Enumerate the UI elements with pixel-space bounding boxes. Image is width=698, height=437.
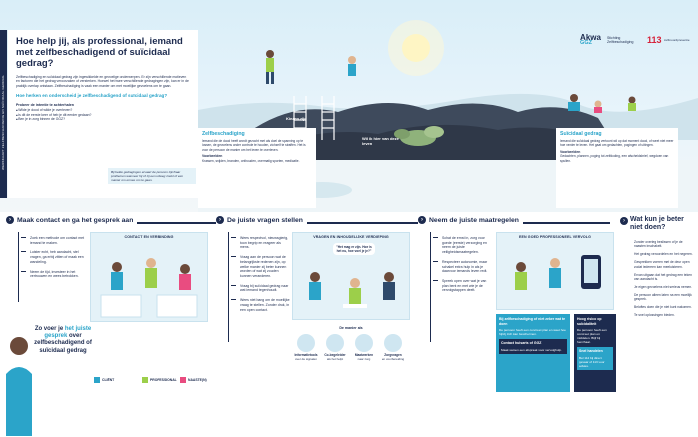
list-item: Vraag aan de persoon wat de belangrijkst… <box>231 255 290 279</box>
list-item: Schat de ernst in, zorg voor goede (eers… <box>433 236 492 255</box>
conversation-illustration <box>309 272 395 308</box>
list-item: Is dit de eerste keer of heb je dit eerd… <box>16 113 190 118</box>
chevron-right-icon: › <box>620 217 628 225</box>
panel-voorbeelden: Gedachten, plannen, poging tot zelfdodin… <box>560 154 669 163</box>
list-item: Wees respectvol, nieuwsgierig, toon begr… <box>231 236 289 250</box>
step-2-bullets: Wees respectvol, nieuwsgierig, toon begr… <box>231 236 290 317</box>
panel-body: Iemand die suïcidaal gedrag vertoont wil… <box>560 139 674 148</box>
hero-section: WERKKAART ZELFBESCHADIGING EN SUÏCIDAAL … <box>0 0 698 212</box>
chevron-right-icon: › <box>216 216 224 224</box>
panel-title: Suïcidaal gedrag <box>560 131 602 137</box>
probeer-heading: Probeer de intentie te achterhalen <box>16 102 74 107</box>
step-3-illustration: EEN GOED PROFESSIONEEL VERVOLG <box>496 232 614 310</box>
scene-label-kies: Kiezen zijn <box>286 116 307 121</box>
step-1-bullets: Zoek een methode om contact met iemand t… <box>21 236 86 284</box>
list-item: Respecteer autonomie, maar schakel extra… <box>433 260 492 274</box>
list-item: Het gedrag veroordelen en het negeren. <box>634 252 693 257</box>
intro-text: Zelfbeschadiging en suïcidaal gedrag zij… <box>16 74 189 88</box>
question-heading: Hoe herken en onderscheid je zelfbeschad… <box>16 93 168 99</box>
step-3-bullets: Schat de ernst in, zorg voor goede (eers… <box>433 236 492 298</box>
list-item: Wilde je dood of wilde je overleven? <box>16 108 190 113</box>
list-item: Wees niet bang om de moeilijke vraag te … <box>231 298 290 312</box>
method-image <box>355 334 373 352</box>
113-logo: 113 zelfmoordpreventie <box>646 35 690 45</box>
methods-title: De manier als <box>339 326 363 330</box>
panel-title: Zelfbeschadiging <box>202 131 245 137</box>
contact-illustration <box>100 258 198 318</box>
panel-voorbeelden-heading: Voorbeelden <box>560 149 581 154</box>
legend-client: CLIËNT <box>94 377 114 383</box>
stichting-logo: Stichting Zelfbeschadiging <box>606 35 634 44</box>
scene-label-wil: Wil ik hier van deze leven <box>362 136 399 146</box>
illustration-title: VRAGEN EN INHOUDELIJKE VERDIEPING <box>313 235 389 239</box>
chevron-right-icon: › <box>6 216 14 224</box>
quote-callout: Zo voer je het juiste gesprek over zelfb… <box>34 326 92 354</box>
wat-niet-doen-column: › Wat kun je beter niet doen? Zonder ove… <box>620 212 698 437</box>
steps-section: › Maak contact en ga het gesprek aan Zoe… <box>0 212 698 437</box>
step-1-illustration: CONTACT EN VERBINDING <box>90 232 208 322</box>
zelfbeschadiging-panel: Zelfbeschadiging Iemand die de dood heef… <box>198 128 316 208</box>
column-title: Wat kun je beter niet doen? <box>630 216 684 231</box>
list-item: Vraag bij suïcidaal gedrag naar wat iema… <box>231 283 289 293</box>
list-item: Je eigen gevoelens niet serieus nemen. <box>634 285 693 290</box>
method-image <box>326 334 344 352</box>
list-item: Spreek open over wat je van plan bent en… <box>433 279 492 293</box>
step-2-illustration: VRAGEN EN INHOUDELIJKE VERDIEPING "Het m… <box>292 232 410 320</box>
panel-voorbeelden-heading: Voorbeelden <box>202 153 223 158</box>
panel-voorbeelden: Krassen, snijden, branden, onthouden, ov… <box>202 158 300 163</box>
note-hoog-risico: Hoog risico op suïcidaliteit De persoon … <box>574 314 616 392</box>
naasten-icon <box>180 377 186 383</box>
list-item: Ben je in zorg binnen de GGZ? <box>16 117 190 122</box>
step-1-heading: › Maak contact en ga het gesprek aan <box>6 216 138 224</box>
followup-illustration <box>515 255 601 290</box>
side-strip: WERKKAART ZELFBESCHADIGING EN SUÏCIDAAL … <box>0 30 7 198</box>
list-item: Gesprekken voeren met de deur open zodat… <box>634 260 690 269</box>
note-zelfbeschadiging: Bij zelfbeschadiging of niet zeker wat t… <box>496 314 570 392</box>
professional-icon <box>142 377 148 383</box>
step-3-heading: › Neem de juiste maatregelen <box>418 216 523 224</box>
side-strip-text: WERKKAART ZELFBESCHADIGING EN SUÏCIDAAL … <box>1 75 5 170</box>
step-2-line <box>228 232 229 342</box>
list-item: Ervan uitgaan dat het gedrag een teken v… <box>634 272 692 282</box>
method-image <box>297 334 315 352</box>
legend-professional: PROFESSIONAL <box>142 377 177 383</box>
list-item: Neem de tijd, investeer in het vertrouwe… <box>21 270 86 279</box>
method-image <box>384 334 402 352</box>
probeer-list: Wilde je dood of wilde je overleven? Is … <box>16 108 190 122</box>
list-item: Zoek een methode om contact met iemand t… <box>21 236 85 245</box>
panel-body: Iemand die de dood heeft wordt gezocht m… <box>202 139 306 152</box>
professional-figure-illustration <box>6 337 32 436</box>
step-3-line <box>430 232 431 342</box>
intent-note: Bij beide gedragingen ervaart de persoon… <box>108 168 196 185</box>
list-item: Zonder overleg beslissen of je de naaste… <box>634 240 683 249</box>
illustration-title: EEN GOED PROFESSIONEEL VERVOLG <box>519 235 591 239</box>
speech-bubble: "Het mag er zijn. Hoe is het nu, hoe voe… <box>333 243 375 255</box>
list-item: Te snel oplossingen bieden. <box>634 313 675 318</box>
timeline-line <box>10 222 610 224</box>
wat-niet-doen-list: Zonder overleg beslissen of je de naaste… <box>634 240 694 321</box>
list-item: Luister echt, heb aandacht, stel vragen,… <box>21 250 86 264</box>
page-title: Hoe help jij, als professional, iemand m… <box>16 36 183 70</box>
client-icon <box>94 377 100 383</box>
list-item: Beloftes doen die je niet kunt nakomen. <box>634 305 692 310</box>
legend-naasten: NAASTE(N) <box>180 377 207 383</box>
suicidaal-panel: Suïcidaal gedrag Iemand die suïcidaal ge… <box>556 128 678 208</box>
list-item: De persoon alleen laten na een moeilijk … <box>634 293 692 302</box>
step-2-heading: › De juiste vragen stellen <box>216 216 307 224</box>
step-1-line <box>18 232 19 302</box>
illustration-title: CONTACT EN VERBINDING <box>124 235 174 239</box>
chevron-right-icon: › <box>418 216 426 224</box>
